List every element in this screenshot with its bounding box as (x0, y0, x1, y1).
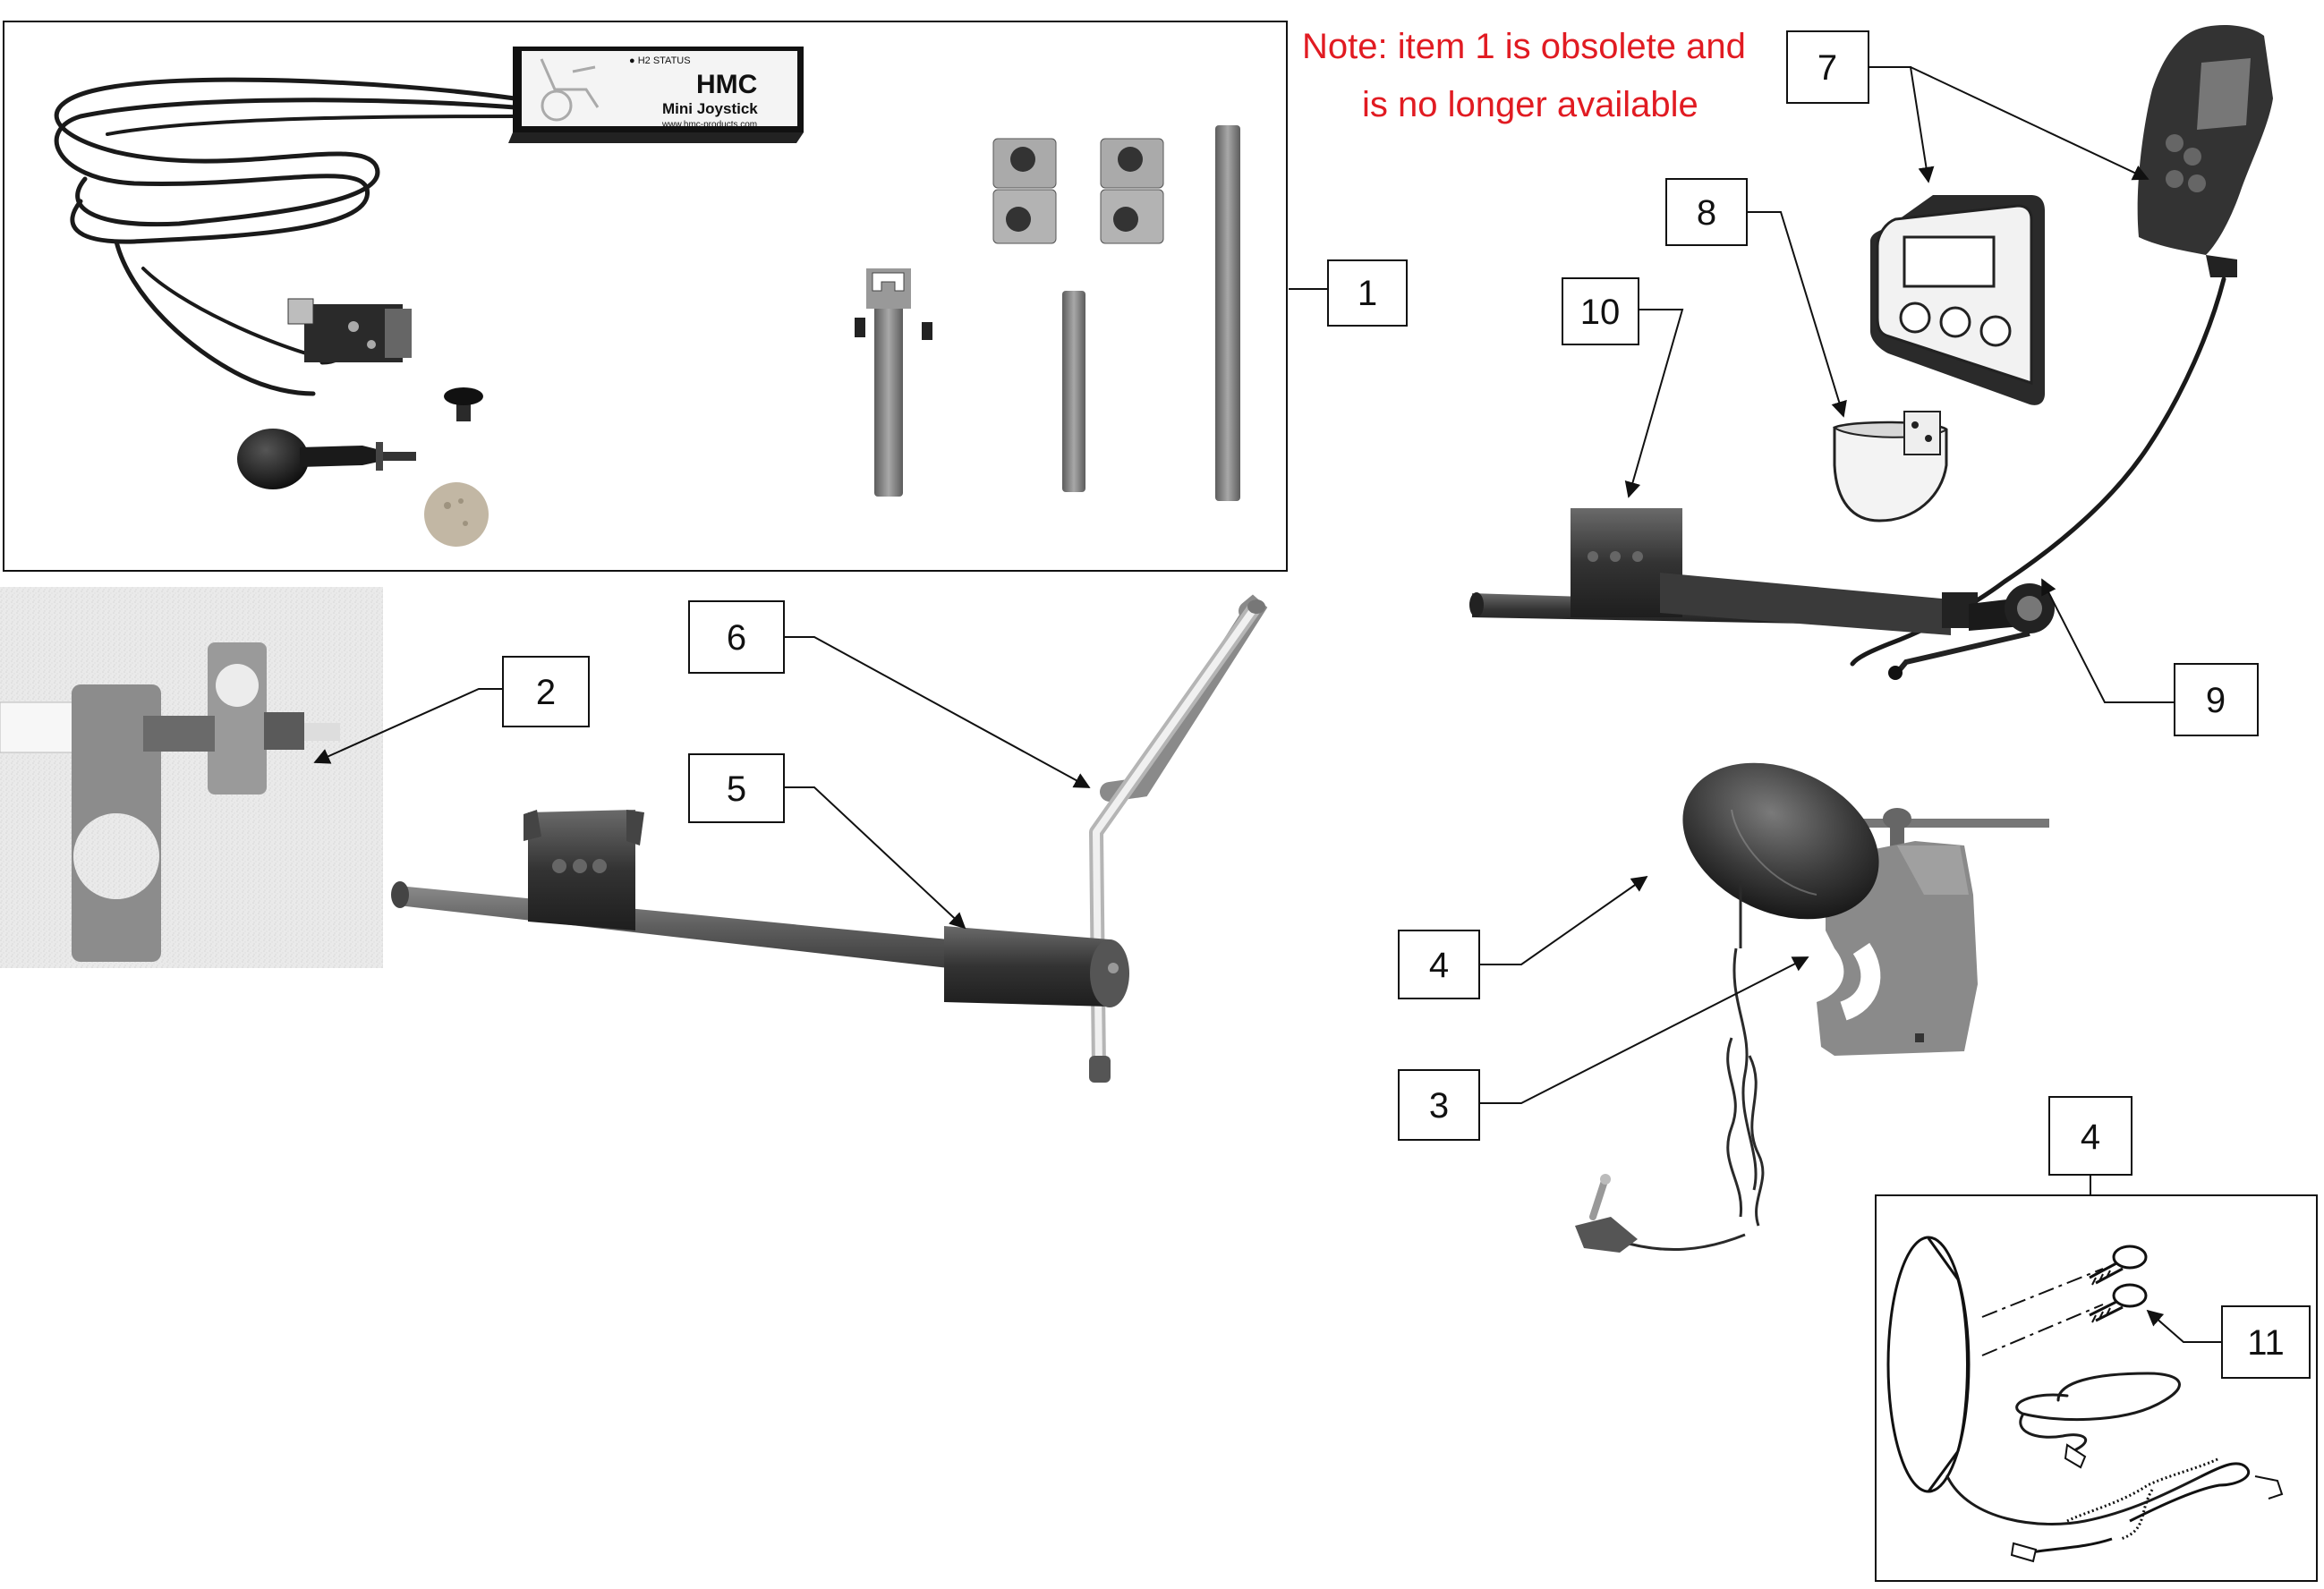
callout-10-label: 10 (1580, 293, 1621, 332)
item4-11-pad-illustration (1886, 1236, 2284, 1563)
hmc-model: Mini Joystick (662, 100, 758, 117)
callout-7: 7 (1786, 30, 1869, 104)
callout-11-label: 11 (2247, 1323, 2285, 1363)
callout-9-label: 9 (2206, 681, 2226, 720)
short-rod (1062, 291, 1085, 492)
obsolete-note-line1: Note: item 1 is obsolete and (1302, 27, 1746, 66)
callout-4a: 4 (1398, 930, 1480, 999)
callout-4b-label: 4 (2081, 1117, 2100, 1157)
hmc-brand: HMC (696, 70, 757, 99)
callout-8-label: 8 (1697, 193, 1716, 233)
hmc-kit-illustration: ● H2 STATUS HMC Mini Joystick www.hmc-pr… (54, 47, 1240, 547)
callout-7-label: 7 (1817, 48, 1837, 88)
callout-4b: 4 (2048, 1096, 2132, 1176)
callout-6-label: 6 (727, 618, 746, 658)
screw-upper (2089, 1245, 2148, 1286)
item1-frame (3, 21, 1288, 572)
db9-connector (287, 298, 412, 362)
mount-rod-with-fork (855, 268, 932, 497)
callout-11: 11 (2221, 1305, 2311, 1379)
callout-3-label: 3 (1429, 1086, 1449, 1126)
small-knob (444, 387, 483, 421)
item5-6-arm-assembly (391, 594, 1268, 1083)
hmc-status-text: ● H2 STATUS (629, 55, 691, 66)
display-holder (1832, 411, 1948, 523)
leader-lines (313, 66, 2222, 1343)
callout-1-label: 1 (1358, 274, 1377, 313)
hmc-control-box: ● H2 STATUS HMC Mini Joystick www.hmc-pr… (508, 47, 804, 143)
callout-9: 9 (2174, 663, 2259, 736)
callout-5-label: 5 (727, 769, 746, 809)
callout-10: 10 (1562, 277, 1639, 345)
obsolete-note-line2: is no longer available (1362, 85, 1698, 124)
callout-4a-label: 4 (1429, 946, 1449, 985)
callout-2-label: 2 (536, 673, 556, 712)
wheelchair-logo (540, 58, 600, 122)
item7-10-display-assembly (1469, 25, 2273, 680)
clamp-blocks (992, 138, 1164, 244)
callout-6: 6 (688, 600, 785, 674)
callout-5: 5 (688, 753, 785, 823)
screw-lower (2089, 1283, 2148, 1323)
ball-grip (237, 429, 416, 489)
foam-ball (424, 482, 489, 547)
item3-4-head-array (1575, 762, 2049, 1253)
callout-1: 1 (1327, 259, 1408, 327)
display-large (2137, 25, 2273, 277)
item4-detail-frame (1875, 1194, 2318, 1582)
long-rod (1215, 125, 1240, 501)
item2-clamp-photo (0, 587, 383, 968)
hmc-url: www.hmc-products.com (661, 120, 757, 130)
callout-2: 2 (502, 656, 590, 727)
callout-8: 8 (1665, 178, 1748, 246)
display-small (1870, 195, 2045, 405)
callout-3: 3 (1398, 1069, 1480, 1141)
